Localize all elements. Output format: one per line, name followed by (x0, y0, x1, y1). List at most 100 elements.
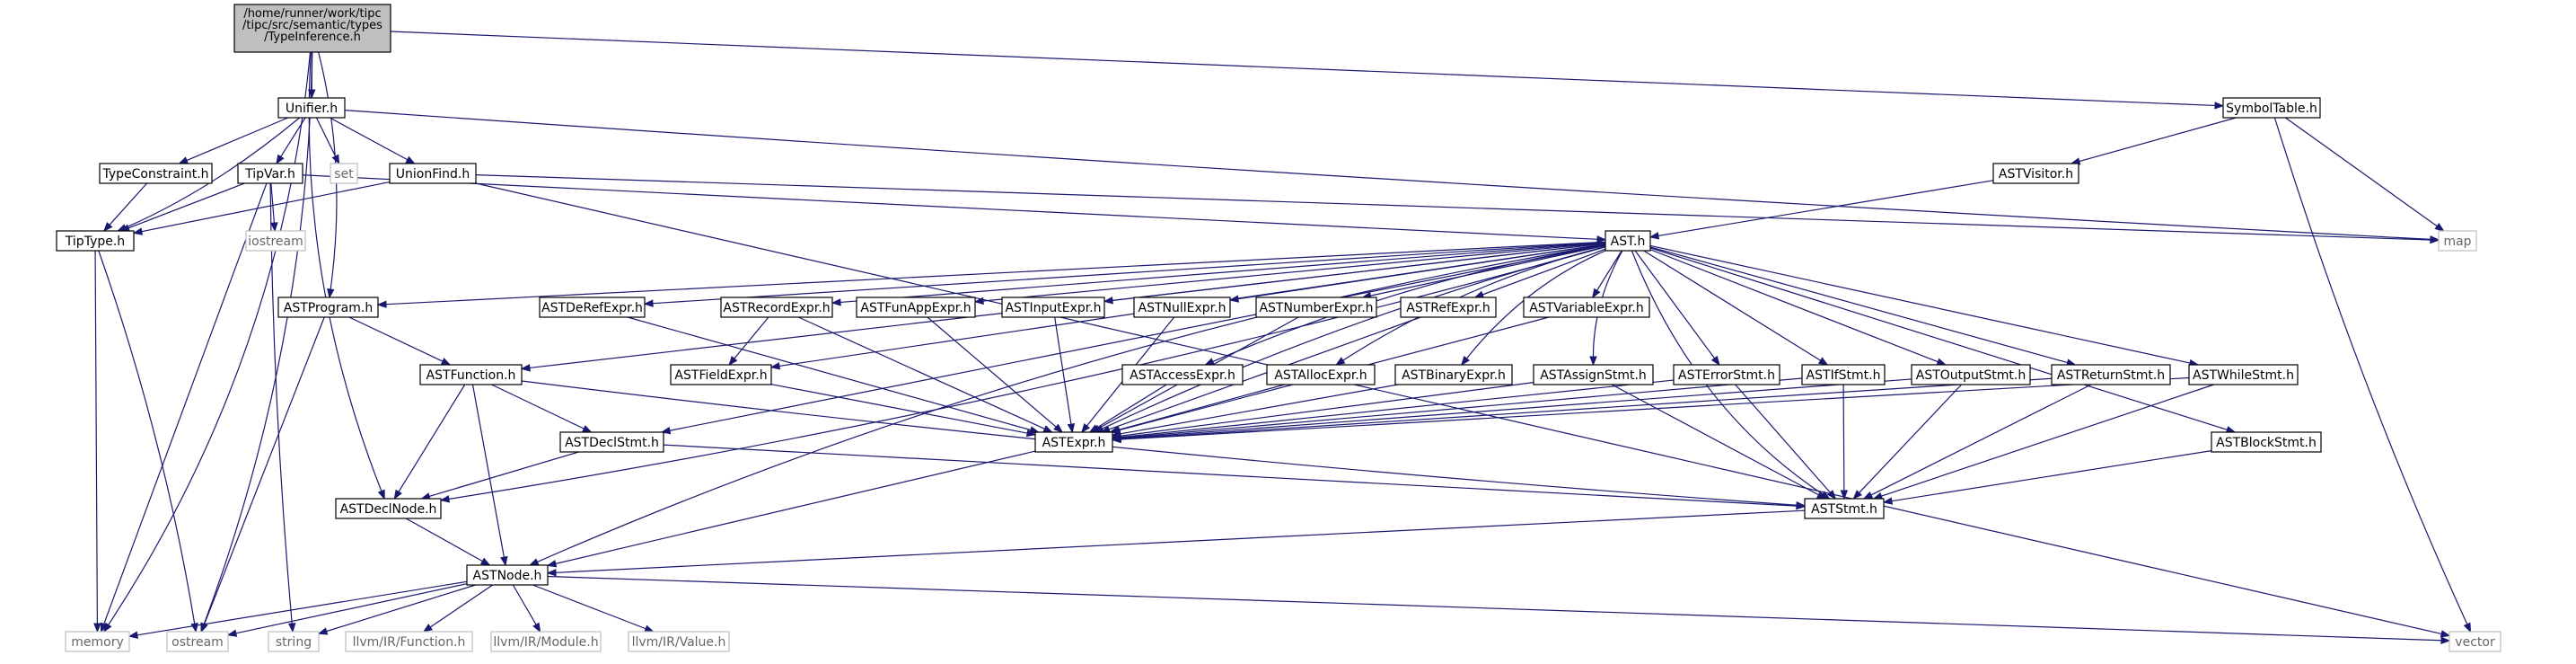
edge-typeinference-to-ostream (200, 51, 313, 633)
edge-ast-to-astbinaryexpr (1460, 250, 1606, 367)
node-astallocexpr[interactable]: ASTAllocExpr.h (1266, 364, 1376, 385)
edge-symboltable-to-vector (2273, 117, 2472, 633)
arrowhead-icon (769, 362, 781, 370)
edge-unionfind-to-tiptype (132, 181, 391, 235)
edge-ast-to-astprogram (376, 241, 1606, 308)
edge-asterrorstmt-to-aststmt (1735, 384, 1837, 500)
arrowhead-icon (1029, 426, 1040, 434)
edge-ast-to-astfunappexpr (973, 242, 1606, 305)
node-label: UnionFind.h (396, 167, 470, 181)
arrowhead-icon (1025, 429, 1037, 438)
node-astnode[interactable]: ASTNode.h (466, 564, 549, 586)
node-label: ASTOutputStmt.h (1916, 368, 2026, 383)
arrowhead-icon (1596, 235, 1607, 243)
node-tipvar[interactable]: TipVar.h (237, 163, 303, 184)
node-typeinference: /home/runner/work/tipc/tipc/src/semantic… (233, 4, 391, 53)
node-astprogram[interactable]: ASTProgram.h (277, 297, 379, 318)
node-unionfind[interactable]: UnionFind.h (389, 163, 477, 184)
edge-astnode-to-llvm_module (512, 584, 541, 633)
node-astbinaryexpr[interactable]: ASTBinaryExpr.h (1394, 364, 1513, 385)
edge-typeinference-to-astdeclnode (308, 51, 385, 500)
node-astoutputstmt[interactable]: ASTOutputStmt.h (1911, 364, 2031, 385)
arrowhead-icon (393, 489, 402, 500)
node-label: memory (71, 635, 124, 650)
node-astaccessexpr[interactable]: ASTAccessExpr.h (1121, 364, 1244, 385)
arrowhead-icon (2440, 630, 2451, 638)
edge-astfunction-to-astdeclstmt (491, 384, 593, 433)
edge-unifier-to-tipvar (276, 117, 306, 165)
node-symboltable[interactable]: SymbolTable.h (2222, 97, 2321, 119)
node-label: Unifier.h (286, 102, 338, 116)
node-label: ASTFieldExpr.h (674, 368, 767, 383)
edge-unifier-to-set (315, 117, 340, 165)
edge-ast-to-astreturnstmt (1649, 246, 2077, 367)
node-astderefexpr[interactable]: ASTDeRefExpr.h (539, 297, 646, 318)
node-label: set (334, 167, 354, 181)
node-astexpr[interactable]: ASTExpr.h (1034, 431, 1113, 453)
node-astreturnstmt[interactable]: ASTReturnStmt.h (2051, 364, 2171, 385)
edge-astreturnstmt-to-aststmt (1862, 384, 2092, 500)
node-astinputexpr[interactable]: ASTInputExpr.h (1001, 297, 1105, 318)
edge-astdeclnode-to-astnode (405, 518, 491, 566)
node-label: vector (2455, 635, 2495, 650)
node-tiptype[interactable]: TipType.h (56, 230, 135, 252)
edge-astblockstmt-to-aststmt (1882, 450, 2212, 505)
node-astassignstmt[interactable]: ASTAssignStmt.h (1533, 364, 1654, 385)
edge-astderefexpr-to-astexpr (627, 316, 1040, 434)
arrowhead-icon (2440, 636, 2451, 644)
node-map: map (2438, 230, 2477, 252)
node-llvm-module: llvm/IR/Module.h (490, 631, 602, 652)
node-astifstmt[interactable]: ASTIfStmt.h (1801, 364, 1886, 385)
node-astvisitor[interactable]: ASTVisitor.h (1992, 163, 2079, 184)
node-label: ASTDeclNode.h (340, 502, 437, 517)
edge-symboltable-to-map (2285, 117, 2445, 232)
edge-unionfind-to-map (475, 173, 2440, 244)
node-label: ASTBinaryExpr.h (1402, 368, 1506, 383)
node-label: ASTInputExpr.h (1005, 301, 1101, 315)
node-astvariableexpr[interactable]: ASTVariableExpr.h (1523, 297, 1650, 318)
node-aststmt[interactable]: ASTStmt.h (1804, 498, 1885, 519)
edge-astifstmt-to-aststmt (1840, 384, 1849, 500)
arrowhead-icon (1067, 422, 1076, 434)
node-asterrorstmt[interactable]: ASTErrorStmt.h (1673, 364, 1780, 385)
node-astnullexpr[interactable]: ASTNullExpr.h (1133, 297, 1231, 318)
arrowhead-icon (377, 489, 385, 500)
node-astnumberexpr[interactable]: ASTNumberExpr.h (1255, 297, 1377, 318)
edge-astdeclstmt-to-astdeclnode (420, 451, 579, 500)
arrowhead-icon (728, 355, 738, 367)
edge-typeinference-to-symboltable (390, 31, 2225, 110)
node-astfunappexpr[interactable]: ASTFunAppExpr.h (856, 297, 976, 318)
node-typeconstraint[interactable]: TypeConstraint.h (99, 163, 213, 184)
node-unifier[interactable]: Unifier.h (277, 97, 346, 119)
edge-astfunction-to-astdeclnode (393, 384, 466, 500)
root-title-line: /TypeInference.h (264, 31, 361, 44)
node-memory: memory (65, 631, 130, 652)
node-label: ASTAccessExpr.h (1130, 368, 1235, 383)
node-astblockstmt[interactable]: ASTBlockStmt.h (2211, 431, 2322, 453)
node-astfieldexpr[interactable]: ASTFieldExpr.h (670, 364, 772, 385)
arrowhead-icon (479, 557, 491, 566)
edge-astprogram-to-astfunction (348, 316, 452, 366)
arrowhead-icon (500, 555, 508, 567)
node-astrefexpr[interactable]: ASTRefExpr.h (1400, 297, 1497, 318)
node-astfunction[interactable]: ASTFunction.h (419, 364, 523, 385)
edge-astwhilestmt-to-astexpr (1111, 376, 2190, 444)
node-astdeclstmt[interactable]: ASTDeclStmt.h (559, 431, 664, 453)
arrowhead-icon (1080, 422, 1091, 434)
arrowhead-icon (190, 622, 198, 633)
arrowhead-icon (1826, 490, 1837, 500)
node-astdeclnode[interactable]: ASTDeclNode.h (335, 498, 442, 519)
arrowhead-icon (532, 622, 541, 633)
edge-astnode-to-memory (127, 580, 468, 639)
edge-symboltable-to-astvisitor (2070, 117, 2237, 165)
arrowhead-icon (1111, 435, 1121, 444)
node-ast[interactable]: AST.h (1605, 230, 1651, 252)
edge-astnode-to-string (317, 584, 476, 635)
node-astwhilestmt[interactable]: ASTWhileStmt.h (2188, 364, 2299, 385)
arrowhead-icon (327, 288, 335, 299)
node-astrecordexpr[interactable]: ASTRecordExpr.h (720, 297, 833, 318)
node-label: ASTNullExpr.h (1139, 301, 1226, 315)
node-label: map (2443, 235, 2471, 249)
node-label: llvm/IR/Value.h (632, 635, 726, 650)
edge-astassignstmt-to-aststmt (1611, 384, 1827, 500)
